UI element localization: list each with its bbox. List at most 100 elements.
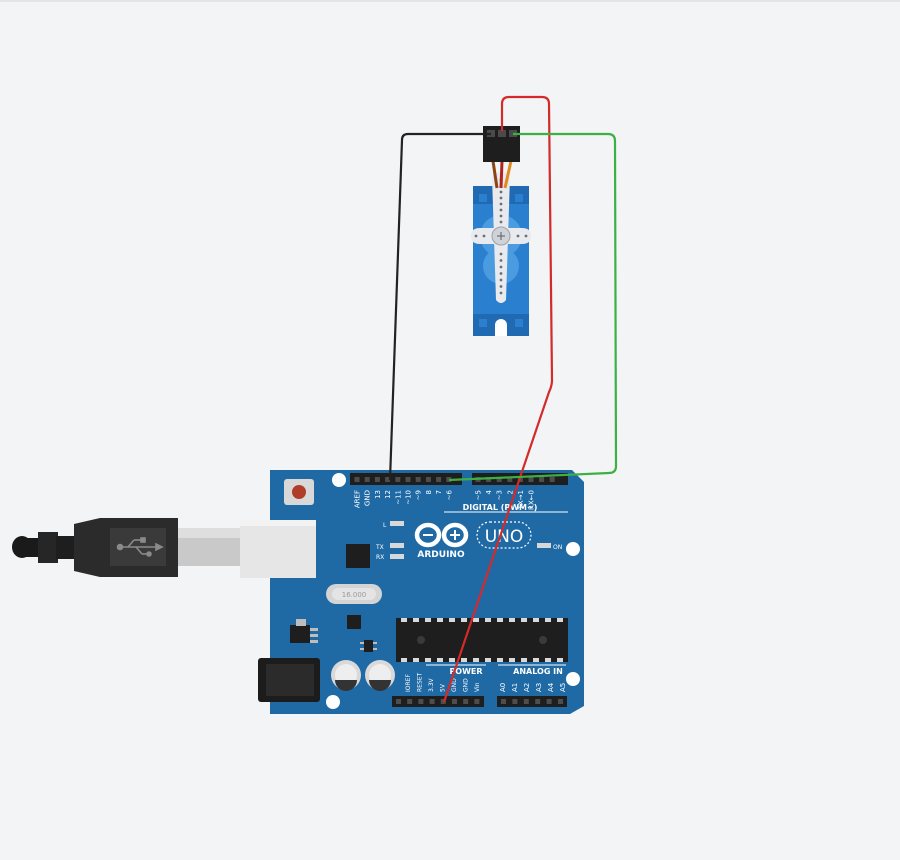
analog-pin-label: A1 [511,683,519,692]
atmega-microcontroller [396,618,568,662]
pin-hole[interactable] [539,477,545,482]
usb-interface-chip [346,544,370,568]
usb-cable[interactable] [12,518,240,577]
digital-pin-label: ~9 [415,490,423,500]
digital-pin-label: 2 [506,490,514,494]
power-header [392,696,484,707]
pin-hole[interactable] [558,699,563,704]
analog-pin-label: A4 [547,682,555,692]
digital-pin-label: ~5 [475,490,483,500]
pin-hole[interactable] [549,477,555,482]
pin-hole[interactable] [523,699,529,704]
analog-pin-label: A0 [499,683,507,692]
pin-hole[interactable] [452,699,457,704]
analog-in-label: ANALOG IN [513,667,563,676]
model-label: UNO [485,527,524,547]
usb-b-port [240,520,316,578]
led-l [390,521,404,526]
digital-pin-label: 4 [485,489,493,494]
small-chip [347,615,361,629]
pin-hole[interactable] [512,699,518,704]
tiny-chip [364,640,373,652]
digital-pin-label: ~11 [394,490,402,505]
pin-hole[interactable] [436,477,442,482]
led-rx-label: RX [376,554,384,561]
usb-icon [116,537,164,557]
digital-pin-label: 12 [384,490,392,499]
power-pin-label: 3.3V [428,677,435,692]
capacitor [365,660,395,691]
pin-hole[interactable] [496,477,502,482]
servo-lead-orange [503,160,513,189]
pin-hole[interactable] [407,699,413,704]
digital-pin-label: 13 [374,490,382,499]
power-pin-label: Vin [474,682,481,692]
pin-hole[interactable] [405,477,411,482]
pin-hole[interactable] [429,699,435,704]
pin-hole[interactable] [396,699,401,704]
led-rx [390,554,404,559]
crystal-label: 16.000 [342,591,367,599]
digital-pin-label: RX←0 [528,490,536,510]
power-pin-label: RESET [417,672,424,692]
pin-hole[interactable] [528,477,534,482]
analog-pin-label: A2 [523,683,531,692]
analog-pin-label: A5 [559,683,567,692]
led-tx-label: TX [375,544,384,551]
capacitor [331,660,361,691]
logo-minus-plus [423,530,460,540]
digital-pin-label: 8 [425,490,433,494]
led-on [537,543,551,548]
mounting-hole [566,672,580,686]
voltage-regulator [290,625,310,643]
mounting-hole [332,473,346,487]
power-label: POWER [449,667,482,676]
ground-wire[interactable] [388,132,491,481]
pin-hole[interactable] [385,477,391,482]
servo-screw-icon [497,232,505,240]
pin-hole[interactable] [486,477,492,482]
mounting-hole [566,542,580,556]
digital-pin-label: 7 [435,490,443,494]
pin-hole[interactable] [501,699,506,704]
servo-lead-brown [491,160,499,189]
digital-pin-label: ~3 [496,490,504,500]
power-pin-label: GND [463,678,470,692]
digital-pwm-label: DIGITAL (PWM~) [463,503,538,512]
pin-hole[interactable] [415,477,421,482]
pin-hole[interactable] [474,699,480,704]
micro-servo[interactable] [471,126,531,336]
digital-pin-label: ~10 [405,490,413,505]
digital-pin-label: AREF [354,490,362,508]
led-on-label: ON [553,544,562,551]
analog-pin-label: A3 [535,683,543,692]
pin-hole[interactable] [374,477,380,482]
pin-hole[interactable] [535,699,541,704]
pin-hole[interactable] [354,477,360,482]
brand-label: ARDUINO [417,550,465,560]
servo-lead-red [499,160,504,189]
pin-hole[interactable] [395,477,401,482]
pin-hole[interactable] [463,699,469,704]
pin-hole[interactable] [418,699,424,704]
power-pin-label: GND [451,678,458,692]
arduino-infinity-logo [414,522,469,548]
pin-hole[interactable] [446,477,452,482]
led-l-label: L [383,522,387,529]
pin-hole[interactable] [507,477,513,482]
signal-wire[interactable] [448,132,618,482]
analog-header [497,696,567,707]
digital-pin-label: ~6 [445,489,453,500]
pin-hole[interactable] [364,477,370,482]
led-tx [390,543,404,548]
digital-pin-label: TX→1 [517,490,525,510]
power-pin-label: 5V [440,683,447,692]
mounting-hole [326,695,340,709]
pin-hole[interactable] [546,699,552,704]
pin-hole[interactable] [425,477,431,482]
power-wire[interactable] [442,95,554,703]
